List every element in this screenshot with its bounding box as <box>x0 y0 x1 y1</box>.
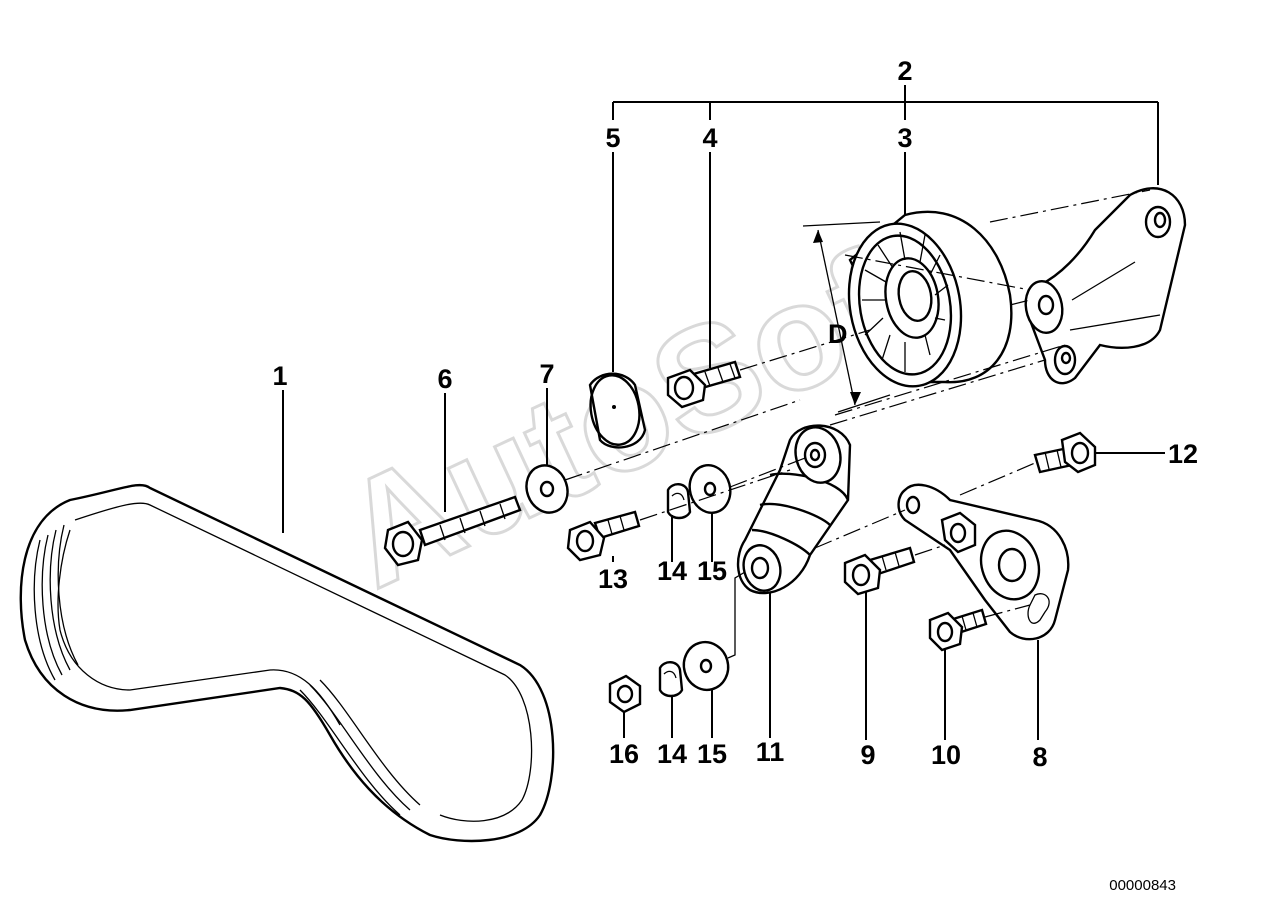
bolt-part-4 <box>666 360 742 409</box>
callout-16: 16 <box>609 739 639 769</box>
bolt-part-12 <box>1033 431 1097 474</box>
idler-pulley <box>847 210 1013 388</box>
callout-8: 8 <box>1032 742 1047 772</box>
callout-9: 9 <box>860 740 875 770</box>
bracket-part-8 <box>897 483 1070 641</box>
callout-2: 2 <box>897 56 912 86</box>
diagram-code: 00000843 <box>1109 877 1176 894</box>
bolt-part-10 <box>928 608 988 652</box>
callout-numbers: 2 5 4 3 1 6 7 12 13 14 15 16 14 15 11 9 … <box>272 56 1198 772</box>
callout-14-lower: 14 <box>657 739 687 769</box>
callout-15-upper: 15 <box>697 556 727 586</box>
bushing-part-14-lower <box>658 661 684 698</box>
callout-1: 1 <box>272 361 287 391</box>
callout-3: 3 <box>897 123 912 153</box>
washer-part-15-lower <box>682 640 730 692</box>
washer-part-7 <box>525 464 569 514</box>
callout-15-lower: 15 <box>697 739 727 769</box>
dimension-label-d: D <box>828 319 848 349</box>
callout-10: 10 <box>931 740 961 770</box>
washer-part-15-upper <box>688 464 732 514</box>
callout-14-upper: 14 <box>657 556 687 586</box>
callout-13: 13 <box>598 564 628 594</box>
callout-4: 4 <box>702 123 717 153</box>
leader-lines <box>282 85 1165 740</box>
assembly-axes <box>564 189 1151 618</box>
tensioner-arm <box>1024 187 1187 385</box>
bolt-part-9 <box>843 546 916 596</box>
callout-7: 7 <box>539 359 554 389</box>
callout-12: 12 <box>1168 439 1198 469</box>
nut-part-16 <box>608 674 642 714</box>
cap-part-5 <box>588 372 647 449</box>
callout-6: 6 <box>437 364 452 394</box>
bolt-part-13 <box>566 510 641 562</box>
bushing-part-14-upper <box>666 483 692 520</box>
callout-11: 11 <box>756 737 785 767</box>
dimension-d <box>802 221 891 413</box>
drive-belt <box>19 483 555 843</box>
long-bolt <box>383 495 522 567</box>
callout-5: 5 <box>605 123 620 153</box>
